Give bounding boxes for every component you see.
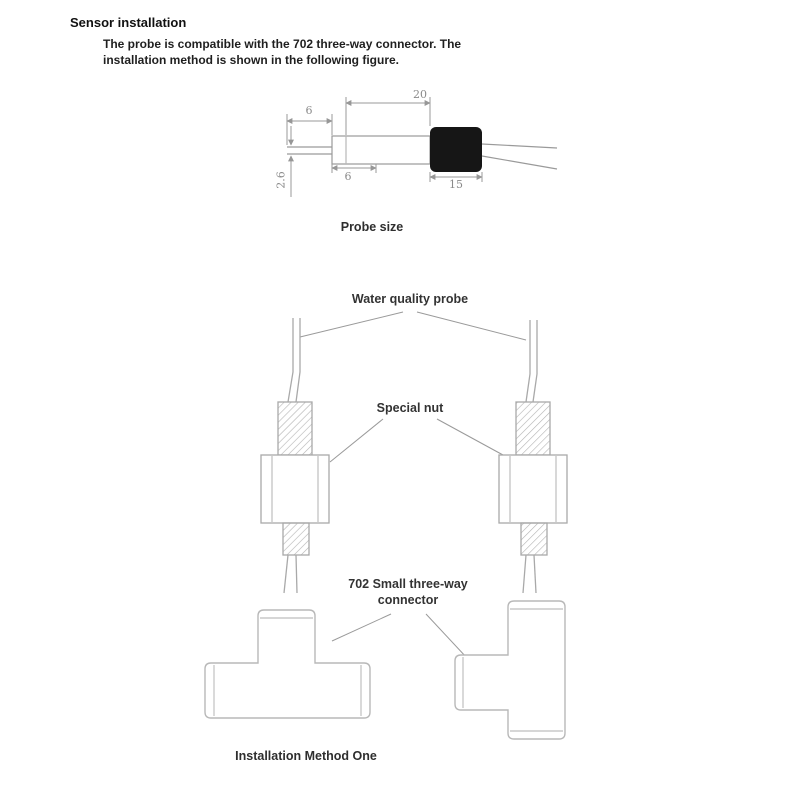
leader-probe-right	[416, 311, 527, 341]
nut-upper-gland	[515, 401, 551, 456]
special-nut-label: Special nut	[376, 401, 444, 415]
probe-size-caption: Probe size	[340, 220, 404, 234]
description-line: The probe is compatible with the 702 thr…	[103, 37, 462, 51]
probe-assembly-right	[498, 320, 568, 594]
connector-label: 702 Small three-way connector	[348, 576, 468, 608]
leader-conn-right	[425, 613, 468, 659]
description-line: installation method is shown in the foll…	[103, 52, 399, 67]
nut-upper-gland	[277, 401, 313, 456]
probe-cable	[481, 155, 558, 170]
leader-lines	[299, 311, 527, 659]
dim-label-body-length: 20	[413, 88, 427, 101]
probe-assembly-left	[260, 318, 330, 594]
probe-tip-wire	[283, 554, 289, 594]
dim-label-wire-gap: 2.6	[274, 171, 288, 189]
nut-body	[260, 454, 330, 524]
description: The probe is compatible with the 702 thr…	[103, 37, 461, 68]
assembly-cable	[525, 320, 531, 403]
probe-tip-wire	[295, 554, 298, 594]
probe-body	[331, 135, 431, 165]
leader-conn-left	[331, 613, 392, 642]
installation-caption: Installation Method One	[235, 749, 377, 763]
dim-label-tip-length: 15	[449, 178, 463, 191]
dim-label-inner-length: 6	[344, 170, 352, 183]
three-way-connector-left	[204, 609, 371, 719]
connector-outline	[454, 600, 566, 740]
assembly-cable	[287, 318, 294, 403]
three-way-connector-right	[454, 600, 566, 740]
water-quality-probe-label: Water quality probe	[351, 292, 469, 306]
assembly-cable	[295, 318, 301, 403]
probe-cable	[481, 143, 558, 149]
nut-lower-gland	[520, 522, 548, 556]
leader-nut-left	[329, 418, 384, 463]
page-title: Sensor installation	[70, 15, 187, 30]
nut-lower-gland	[282, 522, 310, 556]
leader-probe-left	[299, 311, 404, 338]
probe-size-drawing	[287, 127, 558, 172]
probe-black-sleeve	[430, 127, 482, 172]
nut-body	[498, 454, 568, 524]
connector-outline	[204, 609, 371, 719]
dimension-lines	[286, 97, 483, 197]
probe-tip-wire	[533, 554, 537, 594]
connector-label-line: connector	[377, 593, 439, 607]
assembly-cable	[532, 320, 538, 403]
dim-label-wire-length: 6	[305, 104, 313, 117]
leader-nut-right	[436, 418, 504, 456]
connector-label-line: 702 Small three-way	[348, 577, 468, 591]
probe-tip-wire	[522, 554, 527, 594]
